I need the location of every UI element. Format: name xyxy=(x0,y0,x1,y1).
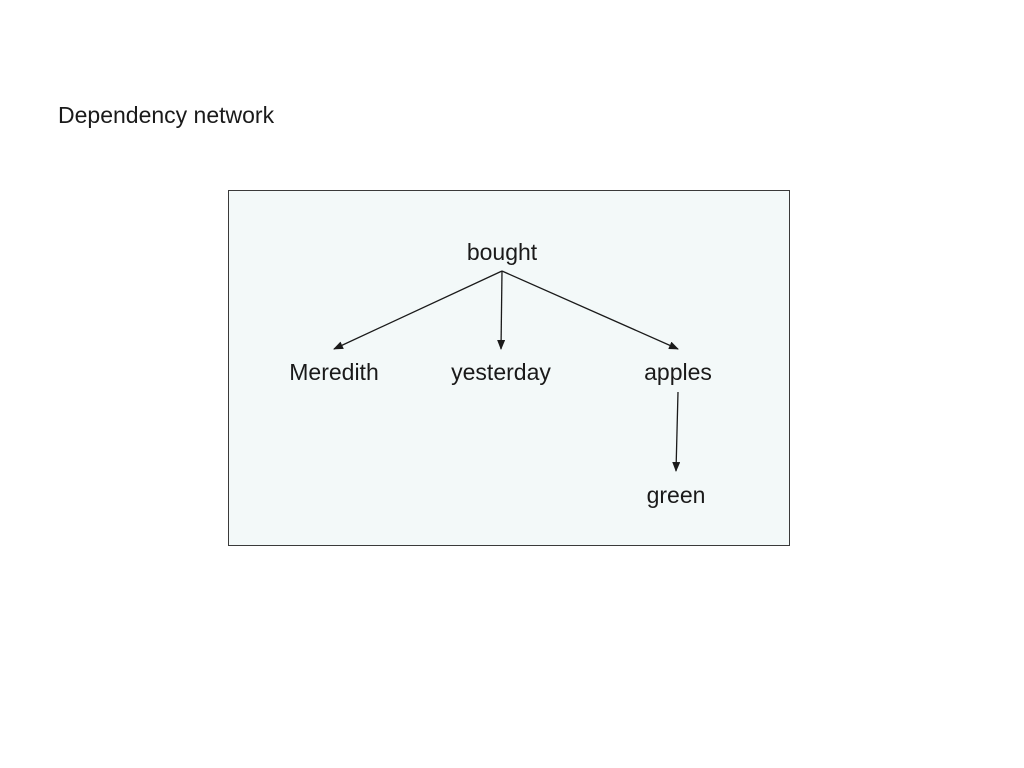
edge-bought-yesterday xyxy=(497,270,506,350)
edge-bought-apples xyxy=(501,270,679,350)
edge-bought-meredith xyxy=(333,270,503,350)
node-green: green xyxy=(646,482,706,508)
node-meredith: Meredith xyxy=(289,359,379,385)
node-yesterday: yesterday xyxy=(451,359,551,385)
edges-layer xyxy=(333,270,681,472)
node-apples: apples xyxy=(644,359,712,385)
edge-apples-green xyxy=(672,391,681,472)
node-bought: bought xyxy=(466,239,538,265)
dependency-diagram: bought Meredith yesterday apples green xyxy=(228,190,790,546)
page-title: Dependency network xyxy=(58,102,275,128)
